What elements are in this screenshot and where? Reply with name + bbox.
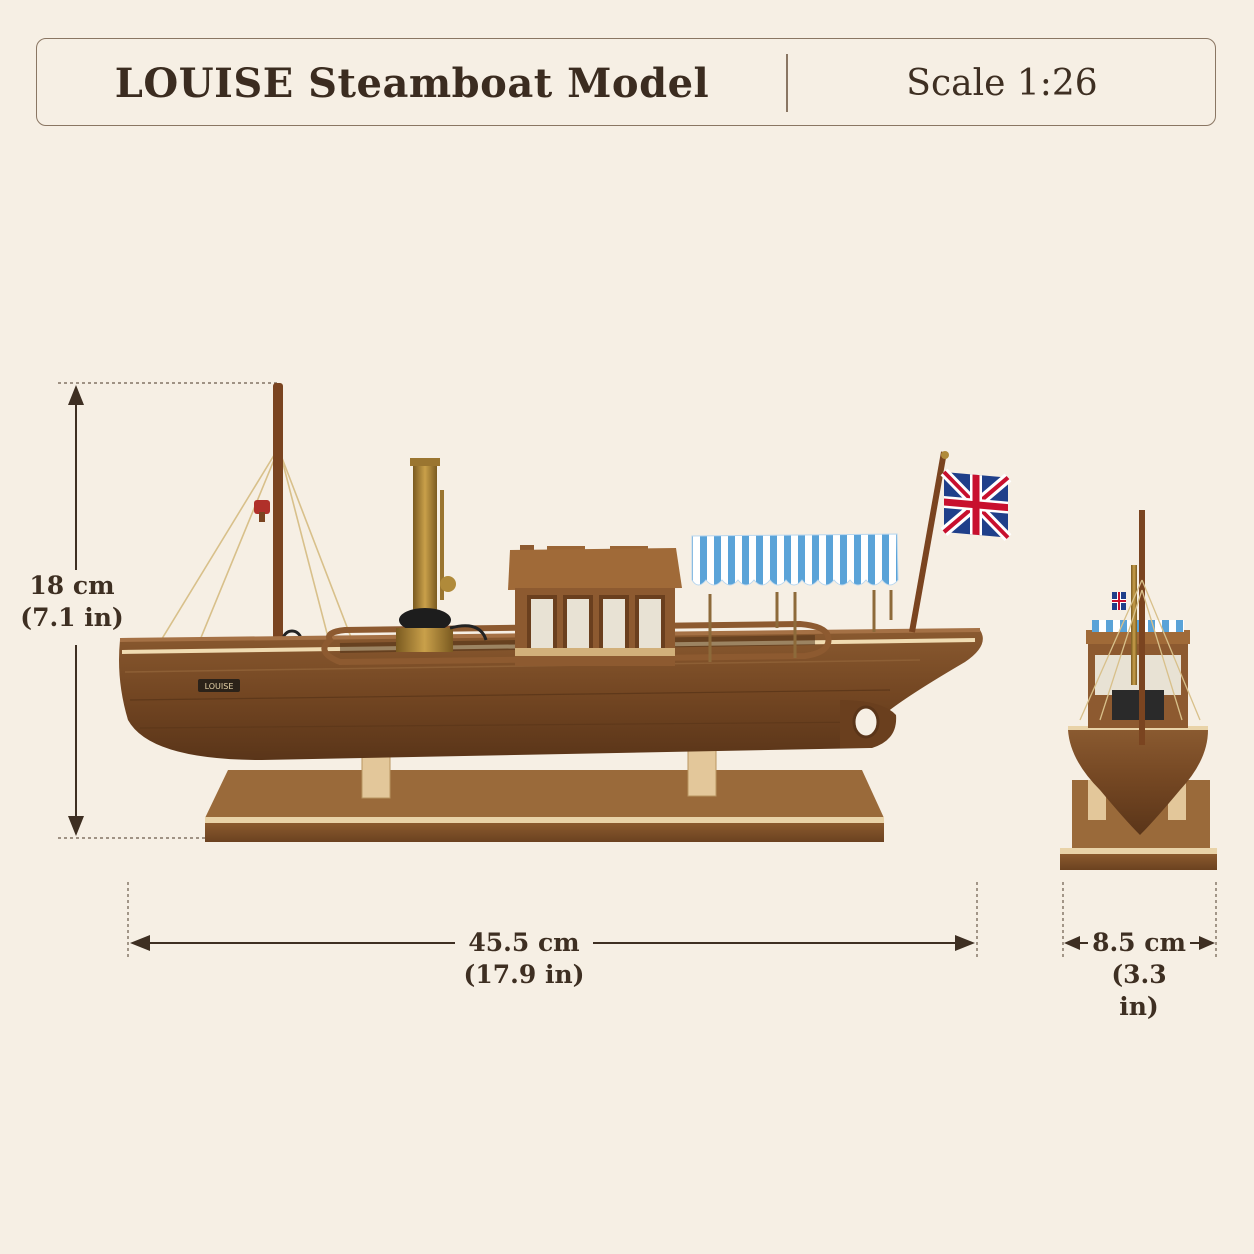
header-divider: [786, 54, 788, 112]
width-label: 8.5 cm (3.3 in): [1088, 927, 1190, 1023]
length-label: 45.5 cm (17.9 in): [455, 927, 593, 991]
width-dimension: [1062, 882, 1217, 958]
width-metric: 8.5 cm: [1092, 928, 1186, 957]
height-metric: 18 cm: [29, 571, 115, 600]
product-title: LOUISE Steamboat Model: [114, 59, 710, 107]
cabin: [508, 545, 682, 666]
header-banner: LOUISE Steamboat Model Scale 1:26: [36, 38, 1216, 126]
boat-front-view: [1060, 510, 1217, 870]
length-metric: 45.5 cm: [468, 928, 580, 957]
height-label: 18 cm (7.1 in): [20, 570, 124, 634]
awning: [691, 533, 899, 662]
mast: [254, 383, 303, 651]
scale-label: Scale 1:26: [906, 62, 1098, 104]
length-dimension: [127, 882, 978, 958]
funnel: [396, 458, 488, 652]
boat-side-view: LOUISE: [119, 383, 1012, 842]
union-flag: [909, 451, 1012, 633]
length-imperial: (17.9 in): [463, 960, 585, 989]
height-dimension: [58, 382, 280, 839]
boat-nameplate: LOUISE: [205, 682, 234, 691]
height-imperial: (7.1 in): [20, 603, 124, 632]
width-imperial: (3.3 in): [1111, 960, 1167, 1021]
display-stand: [205, 731, 884, 842]
